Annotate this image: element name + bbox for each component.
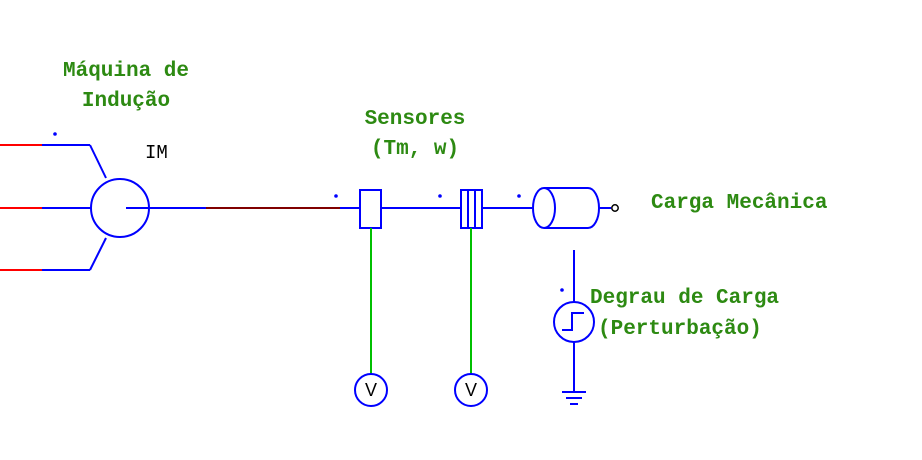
voltmeter-icon[interactable]: V xyxy=(354,373,388,407)
mechanical-load-icon[interactable] xyxy=(532,187,619,229)
torque-sensor-icon[interactable] xyxy=(359,189,382,229)
speed-sensor-dot xyxy=(438,194,442,198)
three-phase-input-wires xyxy=(0,144,107,271)
voltmeter-icon[interactable]: V xyxy=(454,373,488,407)
phase-a-wire-diag xyxy=(89,144,107,179)
machine-label-line1: Máquina de xyxy=(63,60,189,83)
voltmeter-1-label: V xyxy=(365,380,377,400)
load-cylinder-body xyxy=(532,187,600,229)
step-source-body xyxy=(553,301,595,343)
machine-polarity-dot xyxy=(53,132,57,136)
load-label: Carga Mecânica xyxy=(651,192,828,215)
speed-sensor-outer xyxy=(460,189,483,229)
voltmeter-1-body xyxy=(354,373,388,407)
voltmeter-2-body xyxy=(454,373,488,407)
step-source-icon[interactable] xyxy=(553,301,595,343)
sensors-label-line2: (Tm, w) xyxy=(371,138,459,161)
torque-sensor-dot xyxy=(334,194,338,198)
machine-tag: IM xyxy=(145,142,168,164)
load-cylinder-front xyxy=(543,187,556,229)
ground-icon xyxy=(562,391,586,405)
machine-label-line2: Indução xyxy=(82,90,170,113)
voltmeter-2-label: V xyxy=(465,380,477,400)
phase-c-wire-diag xyxy=(89,237,107,271)
induction-machine-icon[interactable] xyxy=(90,178,150,238)
step-source-dot xyxy=(560,288,564,292)
sensors-label-line1: Sensores xyxy=(365,108,466,131)
step-label-line1: Degrau de Carga xyxy=(590,287,779,310)
step-label-line2: (Perturbação) xyxy=(598,318,762,341)
speed-sensor-icon[interactable] xyxy=(460,189,483,229)
step-waveform xyxy=(562,312,584,331)
load-dot xyxy=(517,194,521,198)
load-output-terminal xyxy=(611,204,619,212)
